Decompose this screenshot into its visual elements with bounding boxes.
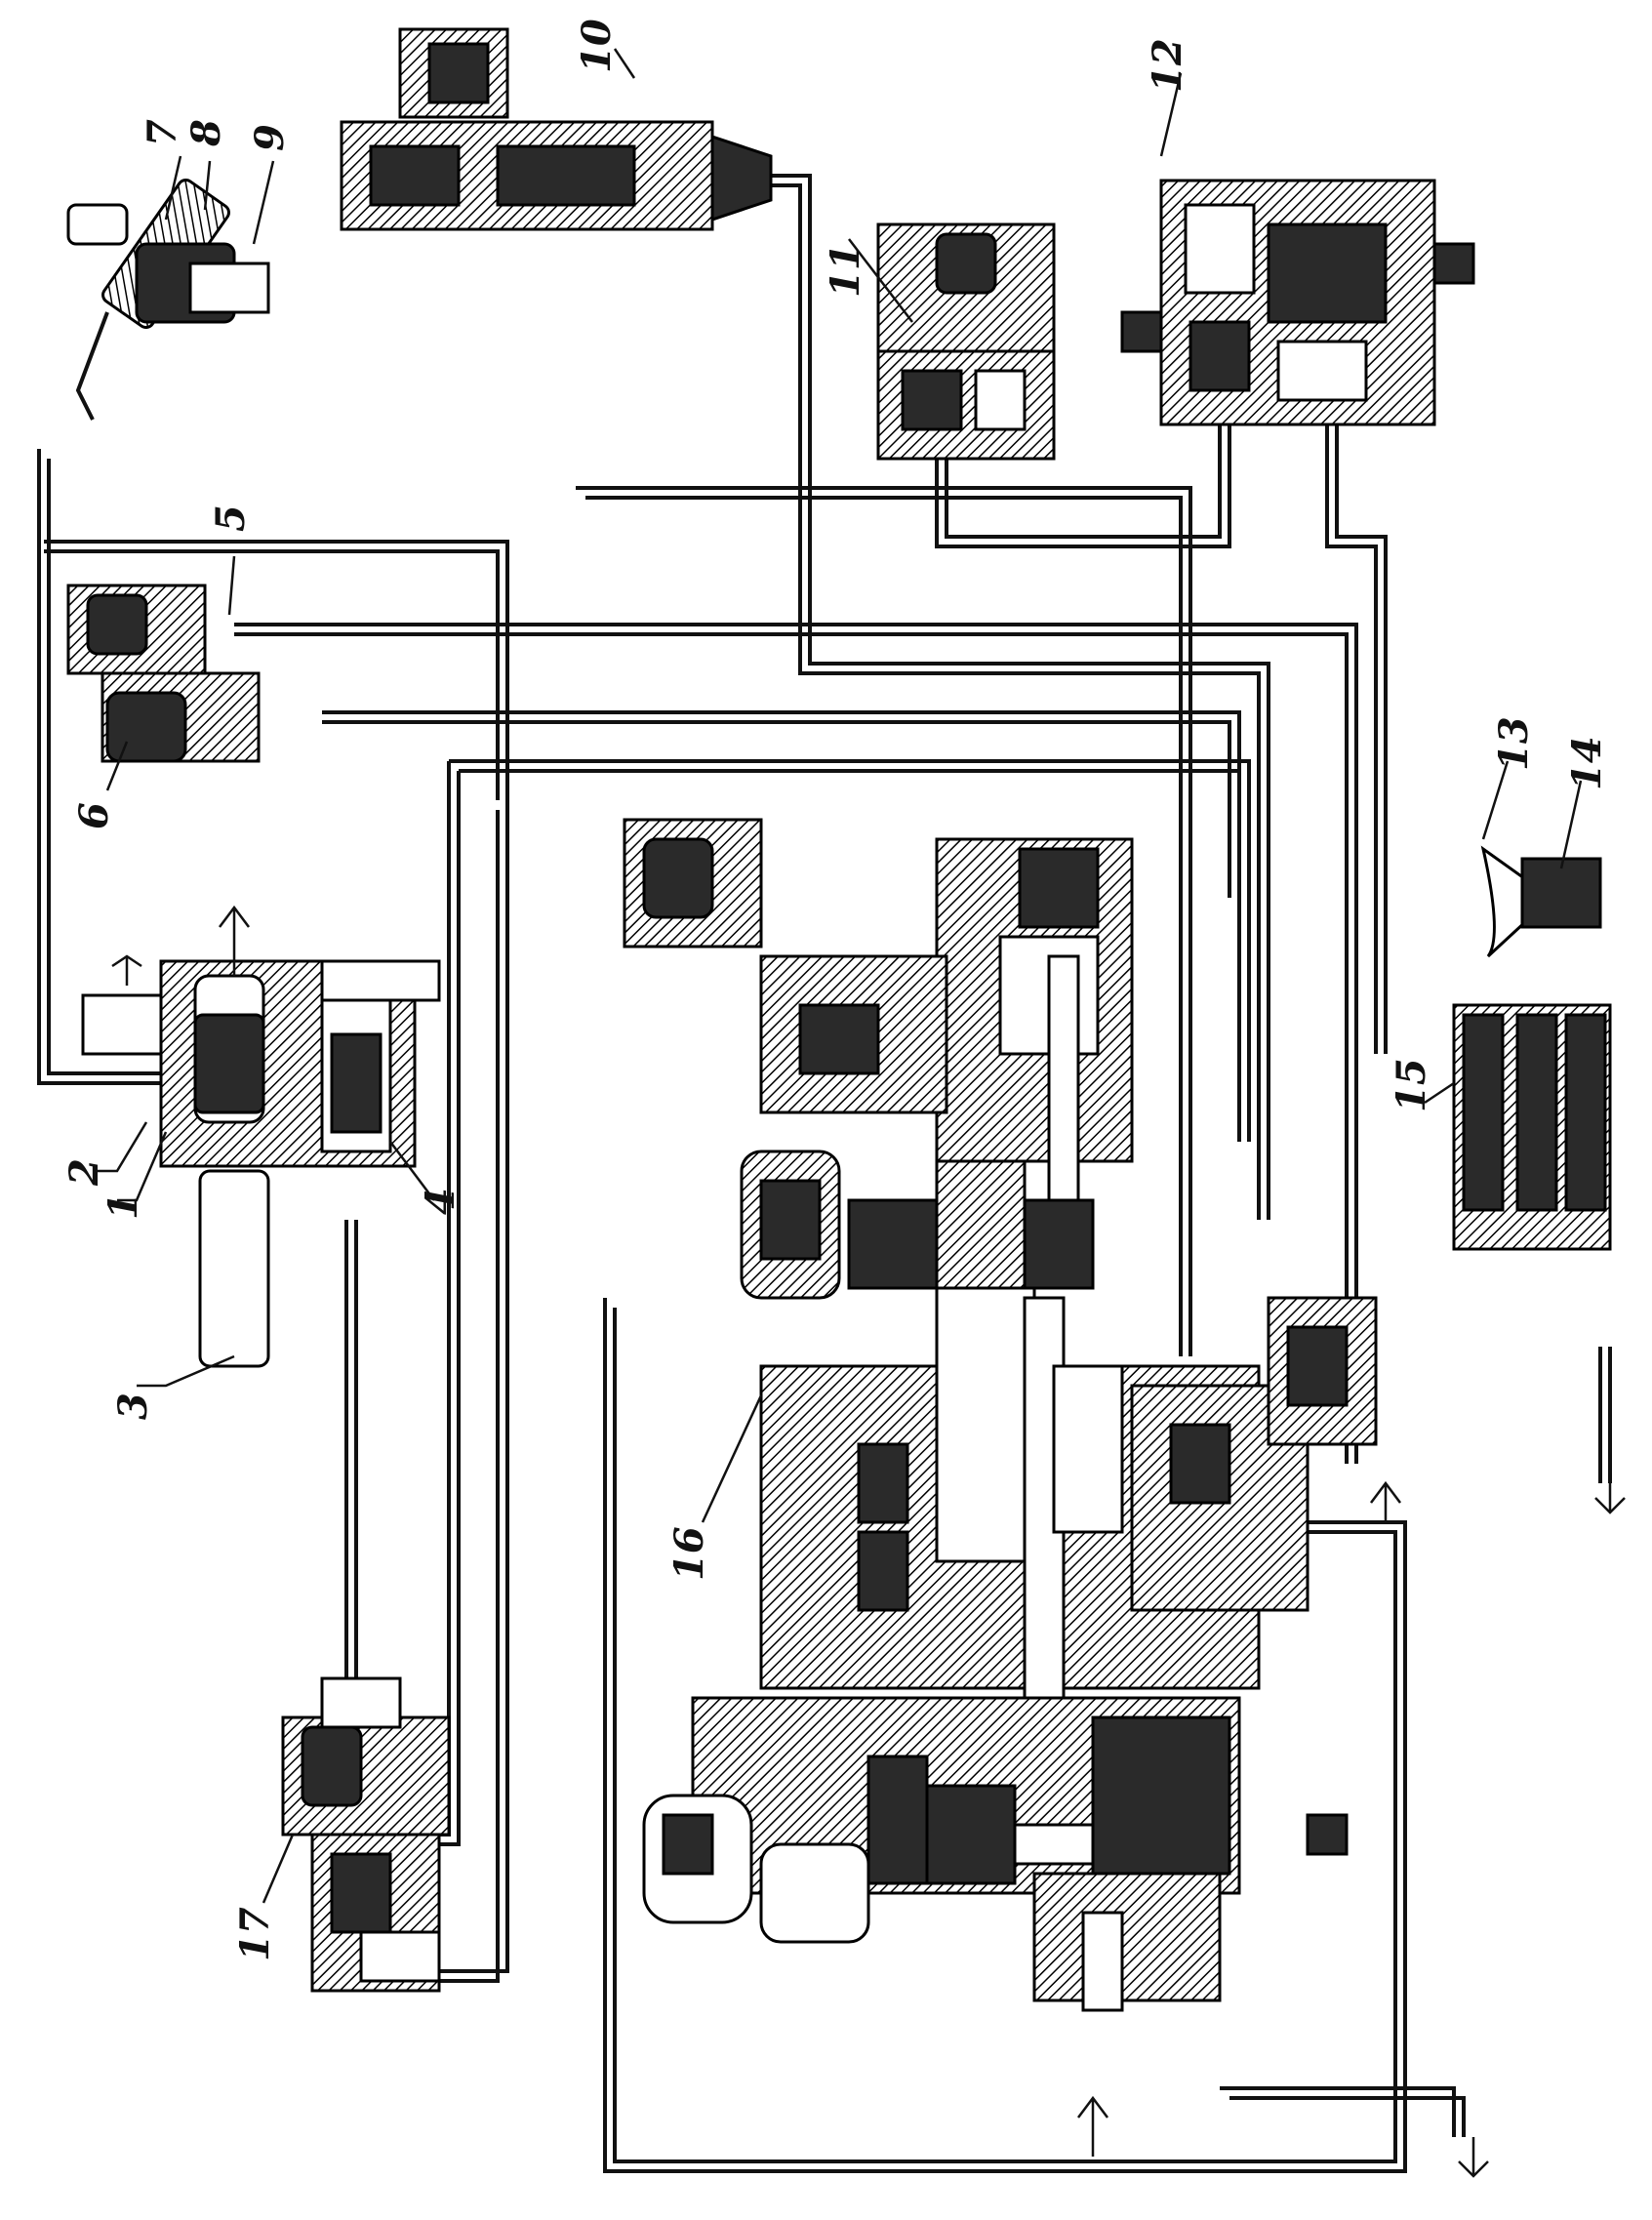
label-11: 11 [823, 243, 868, 298]
label-7: 7 [140, 119, 185, 146]
label-14: 14 [1564, 736, 1610, 790]
central-assembly [623, 818, 1378, 2012]
component-11 [876, 222, 1056, 461]
label-12: 12 [1145, 38, 1190, 93]
label-16: 16 [666, 1526, 712, 1581]
label-5: 5 [208, 505, 254, 532]
component-1-4 [81, 959, 441, 1368]
label-1: 1 [101, 1192, 146, 1220]
label-3: 3 [110, 1393, 156, 1420]
part-labels: 1 2 3 4 5 6 7 8 9 10 11 12 13 14 15 16 1… [61, 19, 1610, 1961]
label-15: 15 [1389, 1058, 1434, 1112]
label-6: 6 [71, 802, 117, 829]
component-17 [281, 1676, 451, 1993]
leader-lines [93, 48, 1583, 1904]
component-13-15 [1452, 845, 1612, 1251]
label-17: 17 [232, 1907, 278, 1961]
label-10: 10 [574, 19, 620, 73]
label-9: 9 [247, 124, 293, 151]
flow-arrows [111, 905, 1626, 2178]
component-10 [340, 27, 773, 231]
label-13: 13 [1491, 716, 1537, 771]
component-7-9 [66, 178, 270, 421]
component-12 [1120, 179, 1475, 426]
component-5-6 [66, 584, 261, 763]
label-4: 4 [418, 1188, 463, 1215]
label-8: 8 [183, 119, 229, 147]
label-2: 2 [61, 1158, 107, 1187]
